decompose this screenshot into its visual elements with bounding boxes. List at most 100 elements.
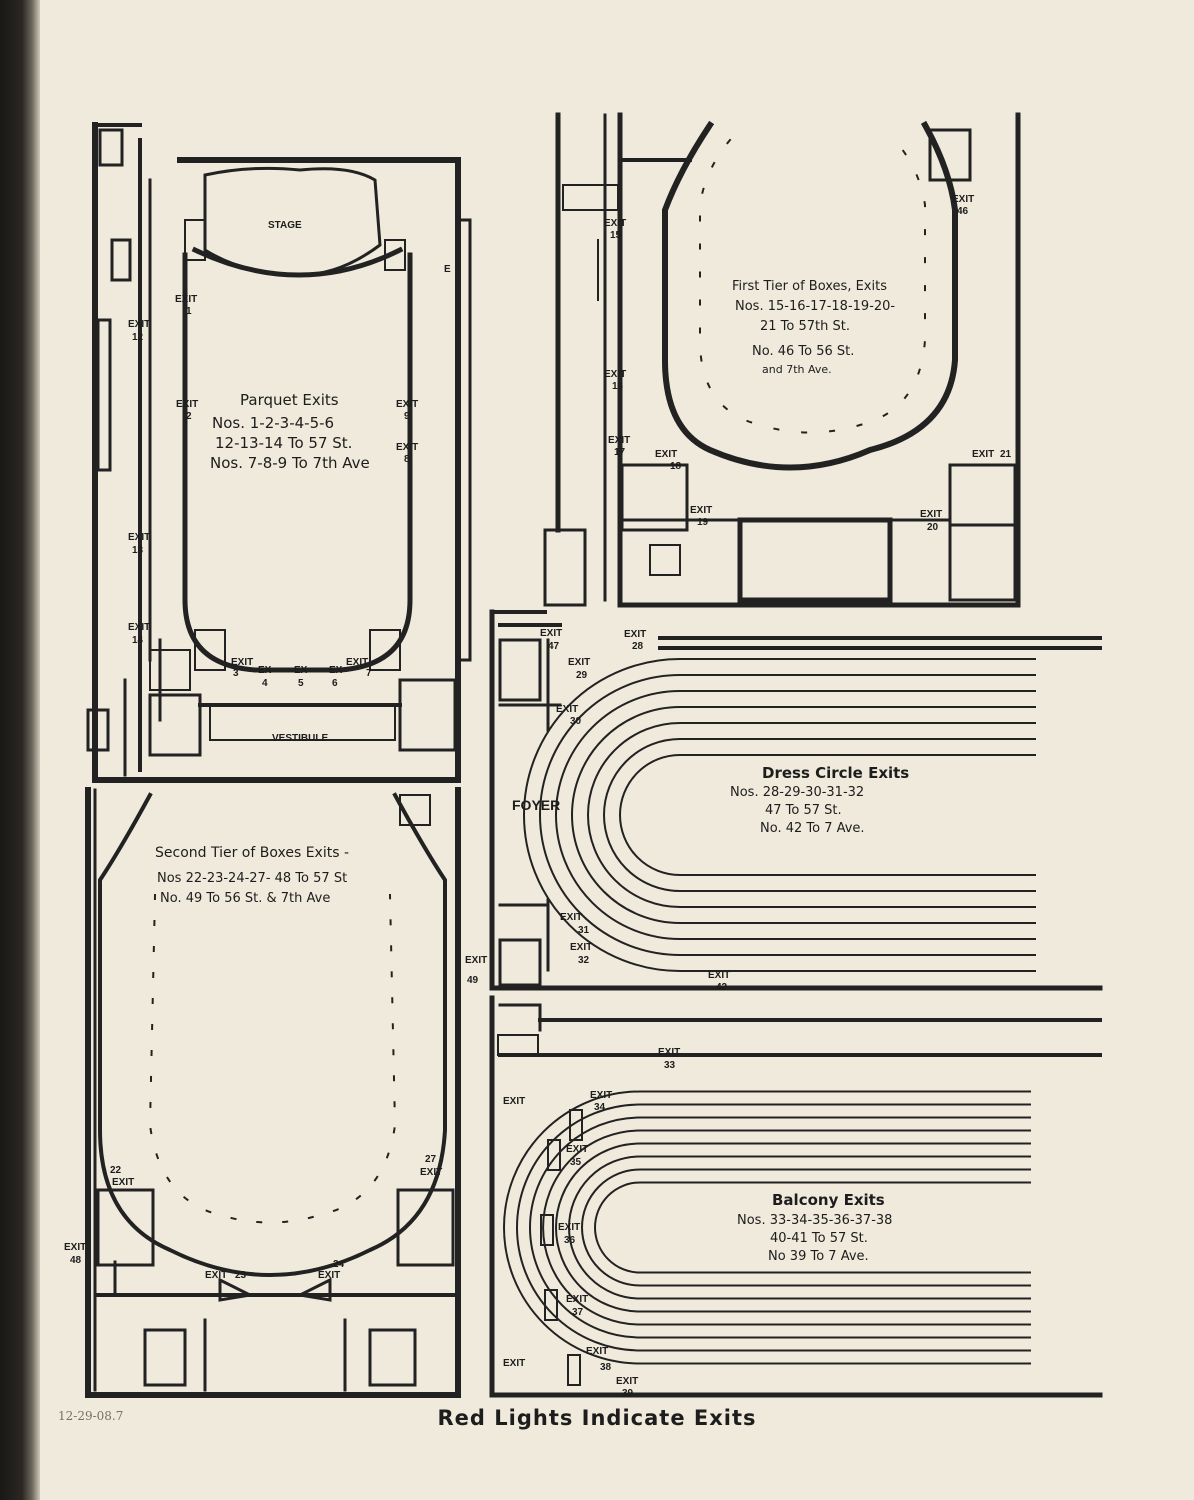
exit-22-number: 22: [110, 1165, 122, 1176]
exit-7-number: 7: [366, 668, 372, 679]
balcony-line-3: No 39 To 7 Ave.: [768, 1249, 869, 1264]
exit-unnumbered: EXIT: [503, 1358, 525, 1369]
balcony-line-2: 40-41 To 57 St.: [770, 1231, 868, 1246]
exit-1-number: 1: [186, 306, 192, 317]
exit-49-number: 49: [467, 975, 479, 986]
second-tier-floor-plan: [85, 787, 461, 1398]
exit-24-number: 24: [333, 1259, 345, 1270]
parquet-line-3: Nos. 7-8-9 To 7th Ave: [210, 454, 370, 472]
seating-row: [568, 1155, 1031, 1300]
exit-word: EXIT: [396, 399, 418, 410]
first-tier-floor-plan: [543, 112, 1021, 608]
ex-word: EX: [329, 665, 343, 676]
exit-34-number: 34: [594, 1102, 606, 1113]
seating-row: [603, 738, 1036, 892]
foyer-label: FOYER: [512, 797, 560, 813]
exit-21-number: 21: [1000, 449, 1012, 460]
exit-30-number: 30: [570, 716, 582, 727]
exit-word: EXIT: [560, 912, 582, 923]
exit-38-number: 38: [600, 1362, 612, 1373]
seating-row: [555, 1142, 1031, 1313]
exit-17-number: 17: [614, 447, 626, 458]
exit-word: EXIT: [920, 509, 942, 520]
exit-42-number: 42: [716, 982, 728, 993]
exit-word: EXIT: [558, 1222, 580, 1233]
exit-35-number: 35: [570, 1157, 582, 1168]
balcony-seating-rows: [503, 1090, 1031, 1365]
exit-word: EXIT: [176, 399, 198, 410]
seating-row: [581, 1168, 1031, 1287]
second-tier-line-2: No. 49 To 56 St. & 7th Ave: [160, 891, 330, 906]
seating-row: [571, 706, 1036, 924]
dress-circle-line-2: 47 To 57 St.: [765, 803, 842, 818]
exit-word: EXIT: [420, 1167, 442, 1178]
seating-row: [594, 1181, 1031, 1274]
exit-2-number: 2: [186, 411, 192, 422]
exit-19-number: 19: [697, 517, 709, 528]
footer-caption: Red Lights Indicate Exits: [437, 1406, 757, 1430]
exit-16-number: 16: [612, 381, 624, 392]
exit-23-number: 23: [235, 1270, 247, 1281]
exit-3-number: 3: [233, 668, 239, 679]
exit-6-number: 6: [332, 678, 338, 689]
exit-word: EXIT: [570, 942, 592, 953]
exit-word: EXIT: [112, 1177, 134, 1188]
exit-word: EXIT: [658, 1047, 680, 1058]
exit-5-number: 5: [298, 678, 304, 689]
exit-word: EXIT: [616, 1376, 638, 1387]
ex-word: EX: [294, 665, 308, 676]
dress-circle-floor-plan: [489, 609, 1103, 991]
first-tier-line-2: 21 To 57th St.: [760, 319, 850, 334]
exit-4-number: 4: [262, 678, 268, 689]
exit-13-number: 13: [132, 545, 144, 556]
first-tier-title: First Tier of Boxes, Exits: [732, 279, 887, 294]
exit-8-number: 8: [404, 454, 410, 465]
exit-46-number: 46: [957, 206, 969, 217]
exit-word: EXIT: [465, 955, 487, 966]
exit-36-number: 36: [564, 1235, 576, 1246]
dress-circle-line-1: Nos. 28-29-30-31-32: [730, 785, 864, 800]
dress-circle-seating-rows: [523, 658, 1036, 972]
second-tier-title: Second Tier of Boxes Exits -: [155, 845, 349, 861]
seating-row: [516, 1103, 1031, 1352]
exit-word: EXIT: [566, 1144, 588, 1155]
seating-row: [529, 1116, 1031, 1339]
exit-unnumbered: E: [444, 264, 451, 275]
exit-39-number: 39: [622, 1388, 634, 1399]
exit-word: EXIT: [655, 449, 677, 460]
first-tier-line-1: Nos. 15-16-17-18-19-20-: [735, 299, 895, 314]
exit-word: EXIT: [568, 657, 590, 668]
exit-unnumbered: EXIT: [503, 1096, 525, 1107]
exit-32-number: 32: [578, 955, 590, 966]
exit-word: EXIT: [952, 194, 974, 205]
exit-word: EXIT: [396, 442, 418, 453]
exit-20-number: 20: [927, 522, 939, 533]
seating-row: [555, 690, 1036, 940]
first-tier-line-4: and 7th Ave.: [762, 363, 832, 376]
exit-37-number: 37: [572, 1307, 584, 1318]
exit-word: EXIT: [608, 435, 630, 446]
exit-word: EXIT: [556, 704, 578, 715]
exit-word: EXIT: [624, 629, 646, 640]
seating-row: [542, 1129, 1031, 1326]
exit-28-number: 28: [632, 641, 644, 652]
exit-word: EXIT: [318, 1270, 340, 1281]
exit-word: EXIT: [231, 657, 253, 668]
exit-word: EXIT: [708, 970, 730, 981]
vestibule-label: VESTIBULE: [272, 733, 328, 744]
seating-row: [503, 1090, 1031, 1365]
exit-47-number: 47: [548, 641, 560, 652]
seating-row: [523, 658, 1036, 972]
parquet-title: Parquet Exits: [240, 391, 339, 409]
exit-33-number: 33: [664, 1060, 676, 1071]
parquet-line-2: 12-13-14 To 57 St.: [215, 434, 352, 452]
exit-word: EXIT: [586, 1346, 608, 1357]
binding-edge: [0, 0, 40, 1500]
seating-row: [619, 754, 1036, 876]
stage-label: STAGE: [268, 220, 302, 231]
exit-word: EXIT: [128, 532, 150, 543]
exit-word: EXIT: [205, 1270, 227, 1281]
exit-18-number: 18: [670, 461, 682, 472]
